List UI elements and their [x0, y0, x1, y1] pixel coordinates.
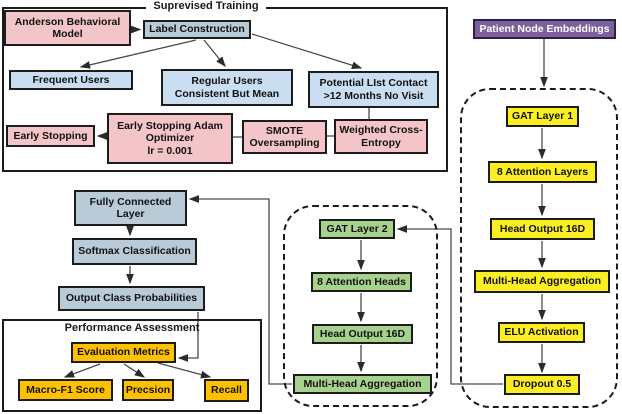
group-performance-assessment-title: Performance Assessment: [64, 322, 200, 334]
node-early-stopping: Early Stopping: [6, 125, 95, 147]
node-multi-head-aggregation-mid: Multi-Head Aggregation: [293, 374, 432, 394]
edge-output-probabilities-to-evaluation-metrics: [177, 312, 199, 362]
node-patient-node-embeddings: Patient Node Embeddings: [473, 19, 616, 39]
group-gat-layer-1-block: [460, 88, 618, 408]
node-8-attention-heads: 8 Attention Heads: [311, 272, 412, 292]
node-head-output-16d-right: Head Output 16D: [490, 218, 595, 240]
node-anderson-behavioral-model: Anderson Behavioral Model: [4, 10, 131, 46]
node-macro-f1-score: Macro-F1 Score: [18, 379, 113, 401]
group-gat-layer-2-block: [283, 205, 438, 407]
node-output-class-probabilities: Output Class Probabilities: [58, 286, 205, 311]
node-potential-list-contact: Potential LIst Contact >12 Months No Vis…: [308, 71, 439, 108]
node-8-attention-layers: 8 Attention Layers: [488, 161, 597, 183]
edge-label-construction-to-frequent-users: [79, 39, 197, 69]
node-fully-connected-layer: Fully Connected Layer: [74, 190, 187, 226]
node-multi-head-aggregation-right: Multi-Head Aggregation: [474, 270, 610, 293]
node-weighted-cross-entropy: Weighted Cross- Entropy: [334, 119, 428, 154]
edge-label-construction-to-potential-list: [251, 33, 363, 70]
node-adam-optimizer: Early Stopping Adam Optimizer lr = 0.001: [107, 113, 233, 164]
node-frequent-users: Frequent Users: [9, 70, 133, 90]
node-label-construction: Label Construction: [143, 20, 251, 39]
group-performance-assessment: [2, 319, 262, 412]
node-recall: Recall: [204, 379, 249, 402]
edge-evaluation-metrics-to-recall: [157, 362, 212, 379]
node-gat-layer-2: GAT Layer 2: [319, 219, 395, 239]
node-regular-users: Regular Users Consistent But Mean: [161, 69, 293, 106]
edge-evaluation-metrics-to-macro-f1: [63, 363, 101, 378]
node-dropout: Dropout 0.5: [504, 374, 580, 395]
edge-label-construction-to-regular-users: [203, 39, 226, 68]
node-softmax-classification: Softmax Classification: [72, 238, 197, 265]
edge-evaluation-metrics-to-precsion: [123, 363, 146, 378]
node-evaluation-metrics: Evaluation Metrics: [71, 342, 176, 363]
node-gat-layer-1: GAT Layer 1: [506, 106, 579, 127]
node-head-output-16d-mid: Head Output 16D: [312, 324, 413, 344]
node-precsion: Precsion: [122, 379, 174, 401]
node-elu-activation: ELU Activation: [498, 322, 585, 343]
group-supervised-training-title: Suprevised Training: [146, 0, 266, 13]
edge-multi-head-aggregation-mid-to-fully-connected: [188, 195, 292, 385]
node-smote-oversampling: SMOTE Oversampling: [242, 120, 327, 154]
